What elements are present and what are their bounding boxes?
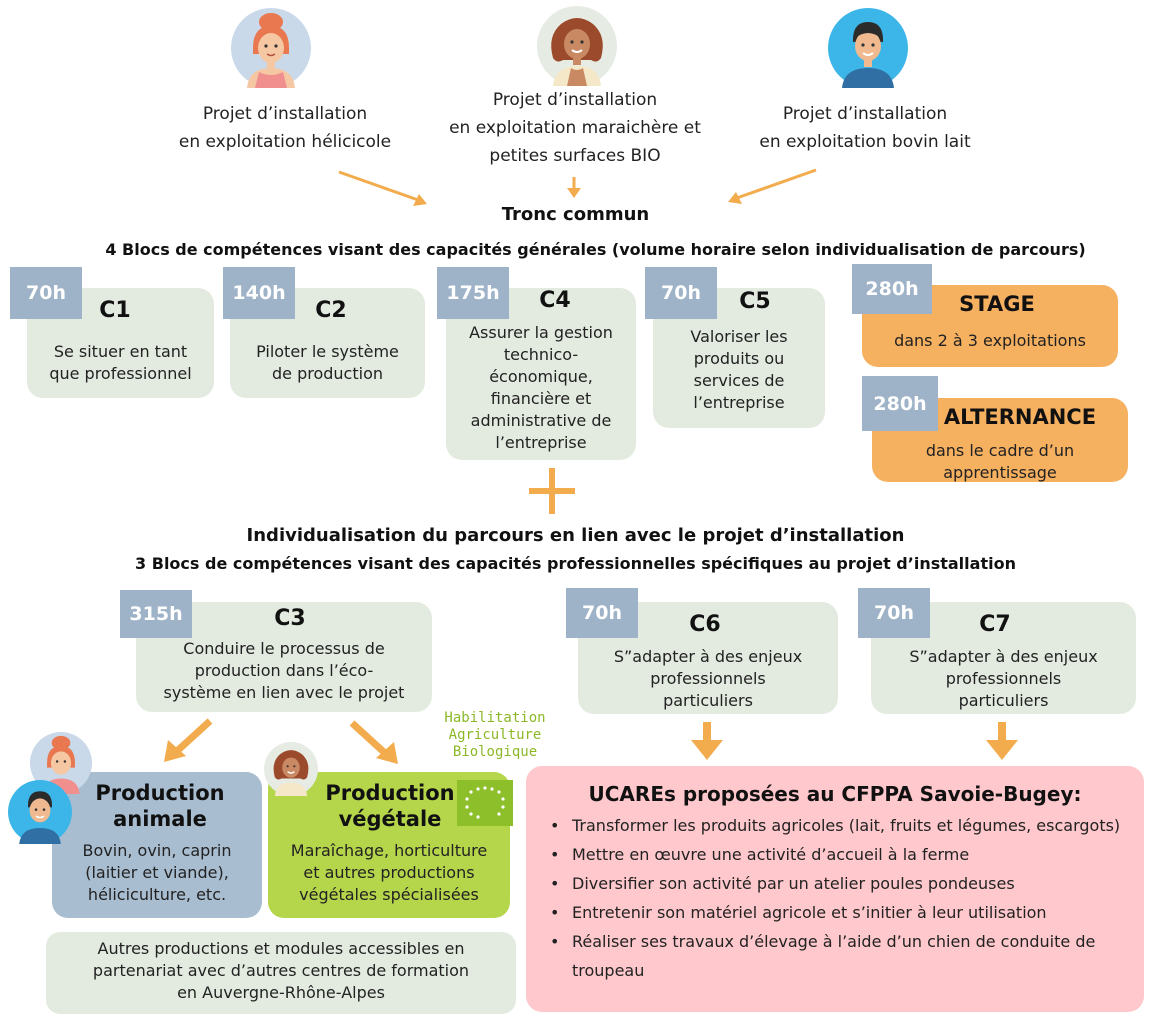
hours-badge-c2: 140h (223, 267, 295, 319)
arrow-down-icon (567, 177, 581, 198)
block-code-c2: C2 (315, 298, 347, 323)
hours-badge-alternance: 280h (862, 376, 938, 431)
production-animale-card (52, 772, 262, 918)
woman-avatar-icon (231, 8, 311, 88)
arrow-down-icon (986, 722, 1018, 760)
autres-text: Autres productions et modules accessible… (92, 939, 470, 1002)
profile-text-helicicole: Projet d’installation en exploitation hé… (178, 104, 392, 152)
list-item: Réaliser ses travaux d’élevage à l’aide … (550, 927, 1142, 985)
block-code-c3: C3 (274, 606, 306, 631)
hours-badge-c1: 70h (10, 267, 82, 319)
stage-text: dans 2 à 3 exploitations (894, 331, 1086, 350)
arrow-down-left-icon (728, 168, 817, 204)
alternance-title: ALTERNANCE (943, 405, 1097, 429)
block-code-c4: C4 (539, 288, 571, 313)
stage-title: STAGE (959, 292, 1035, 316)
man-avatar-icon (828, 8, 908, 88)
individualisation-subtitle: 3 Blocs de compétences visant des capaci… (135, 554, 1016, 573)
autres-card (46, 932, 516, 1014)
tronc-commun-title: Tronc commun (501, 204, 650, 225)
block-code-c5: C5 (739, 289, 771, 314)
eu-organic-leaf-logo-icon (457, 780, 513, 826)
curly-woman-avatar-icon (537, 6, 617, 86)
individualisation-title: Individualisation du parcours en lien av… (246, 525, 905, 546)
list-item: Entretenir son matériel agricole et s’in… (550, 898, 1142, 927)
hours-badge-c5: 70h (645, 267, 717, 319)
ucare-list: Transformer les produits agricoles (lait… (546, 811, 1142, 985)
production-animale-text: Bovin, ovin, caprin (laitier et viande),… (82, 841, 232, 904)
block-text-c5: Valoriser les produits ou services de l’… (690, 327, 788, 412)
woman-avatar-icon (30, 732, 92, 794)
profile-text-bovin: Projet d’installation en exploitation bo… (759, 104, 971, 152)
hours-badge-c4: 175h (437, 267, 509, 319)
list-item: Diversifier son activité par un atelier … (550, 869, 1142, 898)
curly-woman-avatar-icon (264, 742, 318, 796)
block-text-c2: Piloter le système de production (256, 342, 399, 383)
hours-badge-stage: 280h (852, 264, 932, 314)
production-vegetale-text: Maraîchage, horticulture et autres produ… (290, 841, 488, 904)
hours-badge-c7: 70h (858, 588, 930, 638)
habilitation-bio-label: Habilitation Agriculture Biologique (444, 710, 546, 760)
arrow-down-left-icon (164, 718, 213, 762)
ucare-title: UCAREs proposées au CFPPA Savoie-Bugey: (588, 782, 1082, 806)
block-code-c1: C1 (99, 298, 131, 323)
block-code-c6: C6 (689, 612, 721, 637)
block-text-c3: Conduire le processus de production dans… (163, 639, 405, 702)
production-animale-title: Production animale (95, 781, 225, 831)
block-text-c1: Se situer en tant que professionnel (49, 342, 192, 383)
list-item: Mettre en œuvre une activité d’accueil à… (550, 840, 1142, 869)
alternance-text: dans le cadre d’un apprentissage (925, 441, 1075, 482)
arrow-down-icon (691, 722, 723, 760)
hours-badge-c3: 315h (120, 590, 192, 638)
arrow-down-right-icon (338, 170, 427, 206)
plus-icon (529, 468, 575, 514)
block-text-c6: S”adapter à des enjeux professionnels pa… (613, 647, 803, 710)
block-text-c4: Assurer la gestion technico- économique,… (469, 323, 613, 452)
man-avatar-icon (8, 780, 72, 844)
list-item: Transformer les produits agricoles (lait… (550, 811, 1142, 840)
hours-badge-c6: 70h (566, 588, 638, 638)
block-text-c7: S”adapter à des enjeux professionnels pa… (909, 647, 1098, 710)
arrow-down-right-icon (349, 720, 398, 764)
tronc-commun-subtitle: 4 Blocs de compétences visant des capaci… (105, 240, 1086, 259)
profile-text-maraichere: Projet d’installation en exploitation ma… (449, 90, 701, 166)
block-code-c7: C7 (979, 612, 1011, 637)
production-vegetale-title: Production végétale (325, 781, 455, 831)
